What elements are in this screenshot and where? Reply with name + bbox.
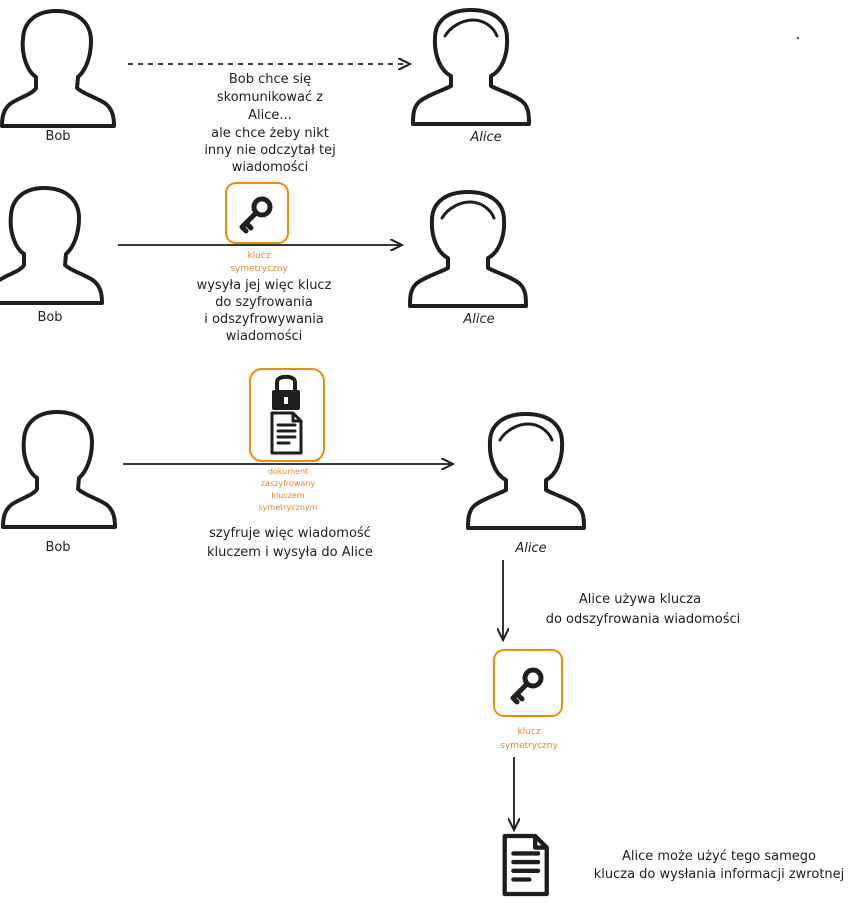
key-label: symetryczny xyxy=(230,264,288,274)
caption-line: wiadomości xyxy=(226,329,303,344)
key-label: symetryczny xyxy=(500,741,558,751)
doc-label: dokument xyxy=(268,467,308,476)
lock-icon xyxy=(270,374,302,412)
caption-line: skomunikować z xyxy=(217,90,323,105)
scene-1: Bob Alice Bob chce się skomunikować z Al… xyxy=(0,8,531,175)
caption-line: kluczem i wysyła do Alice xyxy=(207,545,373,560)
caption-line: szyfruje więc wiadomość xyxy=(209,526,371,541)
bob-person-icon xyxy=(0,186,104,305)
alice-label: Alice xyxy=(469,130,501,145)
key-box xyxy=(493,649,563,717)
encrypted-doc-box xyxy=(249,368,325,462)
bob-label: Bob xyxy=(37,310,62,325)
alice-label: Alice xyxy=(514,541,546,556)
stray-dot xyxy=(797,37,799,39)
doc-label: zaszyfrowany xyxy=(261,479,316,488)
scene-4: Alice używa klucza do odszyfrowania wiad… xyxy=(493,560,741,751)
document-icon xyxy=(505,836,547,894)
doc-label: symetrycznym xyxy=(259,503,318,512)
bob-person-icon xyxy=(1,410,117,529)
caption-line: do szyfrowania xyxy=(215,295,313,310)
caption-line: ale chce żeby nikt xyxy=(211,126,329,141)
bob-label: Bob xyxy=(45,540,70,555)
caption-line: wiadomości xyxy=(232,160,309,175)
alice-person-icon xyxy=(408,190,528,308)
caption-line: Bob chce się xyxy=(229,72,311,87)
scene-3: Bob Alice dokument zaszyfrowany kluczem … xyxy=(1,368,586,560)
key-icon xyxy=(242,199,270,231)
caption-line: inny nie odczytał tej xyxy=(204,143,335,158)
alice-person-icon xyxy=(466,412,586,530)
key-box xyxy=(225,182,289,244)
bob-label: Bob xyxy=(45,129,70,144)
caption-line: Alice... xyxy=(248,108,292,123)
key-label: klucz xyxy=(247,251,270,261)
bob-person-icon xyxy=(0,9,116,128)
alice-label: Alice xyxy=(462,312,494,327)
caption-line: klucza do wysłania informacji zwrotnej xyxy=(594,867,845,882)
doc-label: kluczem xyxy=(271,491,304,500)
caption-line: wysyła jej więc klucz xyxy=(197,278,332,293)
caption-line: Alice używa klucza xyxy=(579,592,701,607)
scene-5: Alice może użyć tego samego klucza do wy… xyxy=(505,757,845,894)
key-label: klucz xyxy=(517,727,540,737)
document-icon xyxy=(270,411,303,455)
scene-2: Bob Alice klucz symetryczny wysyła jej w… xyxy=(0,182,528,344)
caption-line: do odszyfrowania wiadomości xyxy=(546,612,741,627)
caption-line: Alice może użyć tego samego xyxy=(622,849,816,864)
caption-line: i odszyfrowywania xyxy=(204,312,324,327)
alice-person-icon xyxy=(411,8,531,126)
key-icon xyxy=(513,670,541,702)
